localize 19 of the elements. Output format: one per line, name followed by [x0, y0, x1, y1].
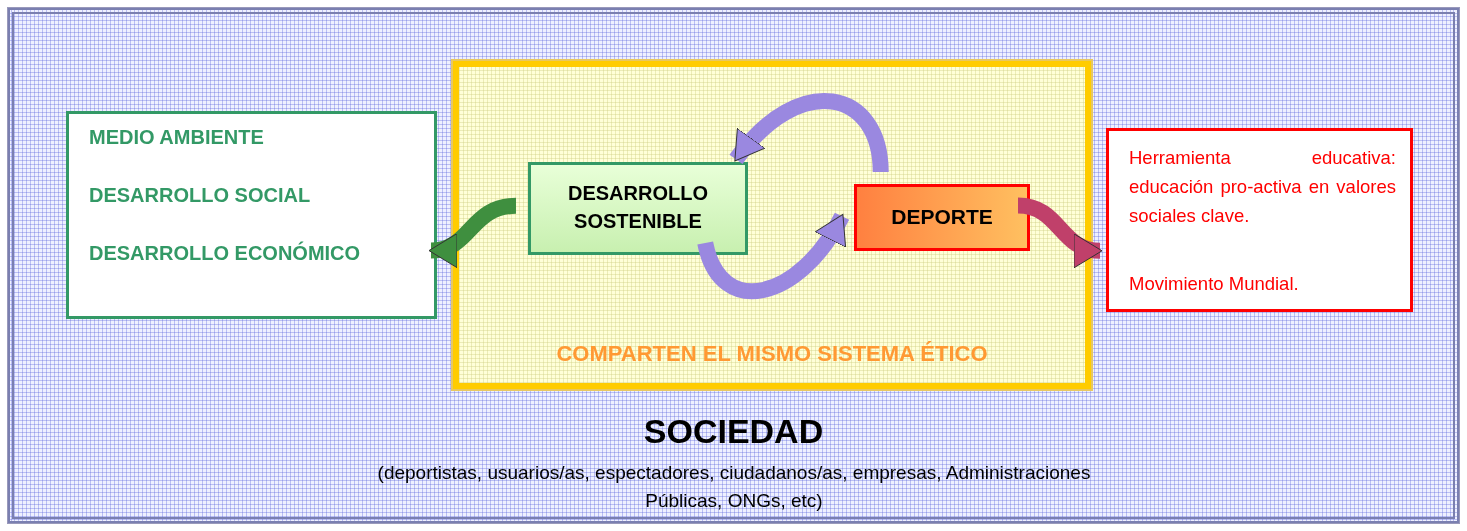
category-label: DESARROLLO SOCIAL	[89, 184, 311, 207]
category-box	[66, 111, 437, 319]
box-caption: COMPARTEN EL MISMO SISTEMA ÉTICO	[555, 341, 989, 367]
panel-subtitle: (deportistas, usuarios/as, espectadores, ciudadanos/as, empresas, Administraciones Públicas, ONGs, etc)	[376, 461, 1092, 513]
concept-label: DESARROLLO SOSTENIBLE	[567, 181, 709, 234]
curved-arrow	[697, 212, 849, 300]
concept-label: DEPORTE	[890, 205, 994, 229]
curved-arrow	[729, 93, 889, 173]
description-text: Herramienta educativa: educación pro-activa en valores sociales clave.	[1129, 146, 1396, 228]
concept-box	[854, 184, 1030, 251]
category-label: MEDIO AMBIENTE	[89, 126, 264, 149]
description-text: Movimiento Mundial.	[1129, 272, 1300, 296]
panel-title: SOCIEDAD	[642, 412, 825, 451]
shared-ethics-box	[453, 61, 1091, 389]
society-panel	[8, 8, 1459, 523]
description-box	[1106, 128, 1413, 312]
curved-arrow	[428, 197, 517, 266]
category-label: DESARROLLO ECONÓMICO	[89, 242, 361, 265]
concept-box	[528, 162, 748, 255]
